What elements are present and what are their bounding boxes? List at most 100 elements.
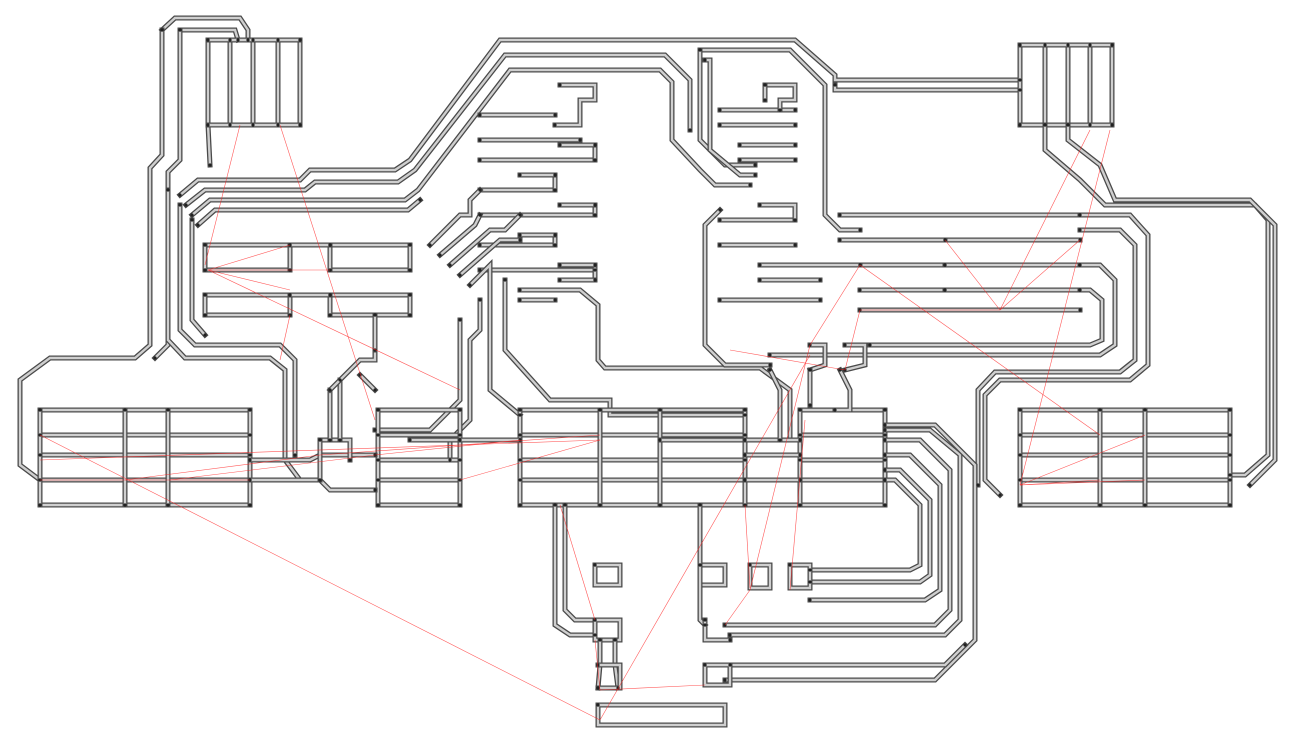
pad-marker bbox=[458, 438, 462, 442]
pad-marker bbox=[518, 298, 522, 302]
pad-marker bbox=[818, 298, 822, 302]
pad-marker bbox=[758, 278, 762, 282]
pad-marker bbox=[553, 123, 557, 127]
pad-marker bbox=[793, 108, 797, 112]
pad-marker bbox=[408, 313, 412, 317]
pad-marker bbox=[838, 213, 842, 217]
trace-outline bbox=[466, 258, 524, 419]
pad-marker bbox=[203, 293, 207, 297]
pad-marker bbox=[251, 38, 255, 42]
pad-marker bbox=[408, 268, 412, 272]
trace bbox=[184, 53, 692, 207]
pad-marker bbox=[883, 478, 887, 482]
trace-outline bbox=[727, 641, 969, 668]
ratsnest-line bbox=[1019, 479, 1101, 486]
ratsnest-line bbox=[1019, 434, 1146, 486]
pad-marker bbox=[338, 438, 342, 442]
pad-marker bbox=[190, 218, 194, 222]
pad-marker bbox=[553, 233, 557, 237]
pad-marker bbox=[718, 208, 722, 212]
pad-marker bbox=[718, 123, 722, 127]
ratsnest-line bbox=[599, 684, 706, 691]
pad-marker bbox=[458, 408, 462, 412]
pad-marker bbox=[298, 38, 302, 42]
trace bbox=[723, 423, 977, 682]
pad-marker bbox=[203, 243, 207, 247]
pad-marker bbox=[376, 458, 380, 462]
ratsnest-line bbox=[559, 504, 596, 621]
pad-marker bbox=[748, 563, 752, 567]
ratsnest-line bbox=[459, 439, 601, 481]
pad-marker bbox=[778, 438, 782, 442]
pad-marker bbox=[858, 228, 862, 232]
pad-marker bbox=[768, 368, 772, 372]
pad-marker bbox=[248, 503, 252, 507]
pad-marker bbox=[698, 503, 702, 507]
pad-marker bbox=[518, 173, 522, 177]
pad-marker bbox=[808, 403, 812, 407]
pad-marker bbox=[793, 158, 797, 162]
trace bbox=[190, 68, 752, 217]
pad-marker bbox=[793, 243, 797, 247]
trace bbox=[698, 563, 727, 587]
pad-marker bbox=[1248, 483, 1252, 487]
pad-marker bbox=[458, 318, 462, 322]
pad-marker bbox=[203, 313, 207, 317]
pad-marker bbox=[338, 378, 342, 382]
pad-marker bbox=[553, 173, 557, 177]
pad-marker bbox=[276, 38, 280, 42]
pad-marker bbox=[798, 408, 802, 412]
pad-marker bbox=[763, 98, 767, 102]
trace bbox=[808, 478, 922, 572]
ratsnest-line bbox=[374, 439, 521, 456]
pad-marker bbox=[596, 703, 600, 707]
trace bbox=[196, 198, 422, 227]
pad-marker bbox=[868, 343, 872, 347]
pad-marker bbox=[793, 218, 797, 222]
ratsnest-line bbox=[859, 264, 1101, 436]
ratsnest-line bbox=[724, 589, 751, 626]
pad-marker bbox=[703, 618, 707, 622]
pad-marker bbox=[208, 163, 212, 167]
pad-marker bbox=[1043, 43, 1047, 47]
pad-marker bbox=[478, 138, 482, 142]
trace-outline bbox=[194, 196, 424, 229]
pad-marker bbox=[833, 408, 837, 412]
pad-marker bbox=[458, 458, 462, 462]
pad-marker bbox=[1110, 43, 1114, 47]
pad-marker bbox=[1018, 43, 1022, 47]
trace bbox=[160, 16, 250, 42]
ratsnest-line bbox=[279, 124, 376, 421]
pad-marker bbox=[376, 408, 380, 412]
trace bbox=[553, 83, 597, 127]
ratsnest-line bbox=[1019, 479, 1146, 486]
pad-marker bbox=[793, 123, 797, 127]
trace bbox=[153, 28, 182, 360]
pad-marker bbox=[788, 563, 792, 567]
pad-marker bbox=[1143, 408, 1147, 412]
pad-marker bbox=[743, 433, 747, 437]
pad-marker bbox=[883, 468, 887, 472]
pad-marker bbox=[1078, 213, 1082, 217]
pad-marker bbox=[553, 503, 557, 507]
pad-marker bbox=[318, 438, 322, 442]
trace-outline bbox=[247, 477, 378, 493]
pad-marker bbox=[743, 408, 747, 412]
ratsnest-line bbox=[999, 239, 1081, 311]
ratsnest-line bbox=[744, 504, 751, 589]
trace bbox=[518, 288, 802, 442]
pad-marker bbox=[373, 428, 377, 432]
pad-marker bbox=[236, 38, 240, 42]
pad-marker bbox=[468, 283, 472, 287]
trace bbox=[788, 563, 812, 590]
pad-marker bbox=[553, 113, 557, 117]
trace-outline bbox=[326, 312, 378, 394]
pad-marker bbox=[943, 288, 947, 292]
pad-marker bbox=[1098, 408, 1102, 412]
pad-marker bbox=[563, 503, 567, 507]
trace-outline bbox=[702, 206, 773, 368]
trace bbox=[703, 58, 757, 177]
pad-marker bbox=[166, 503, 170, 507]
trace bbox=[18, 28, 164, 482]
ratsnest-line bbox=[39, 439, 601, 461]
